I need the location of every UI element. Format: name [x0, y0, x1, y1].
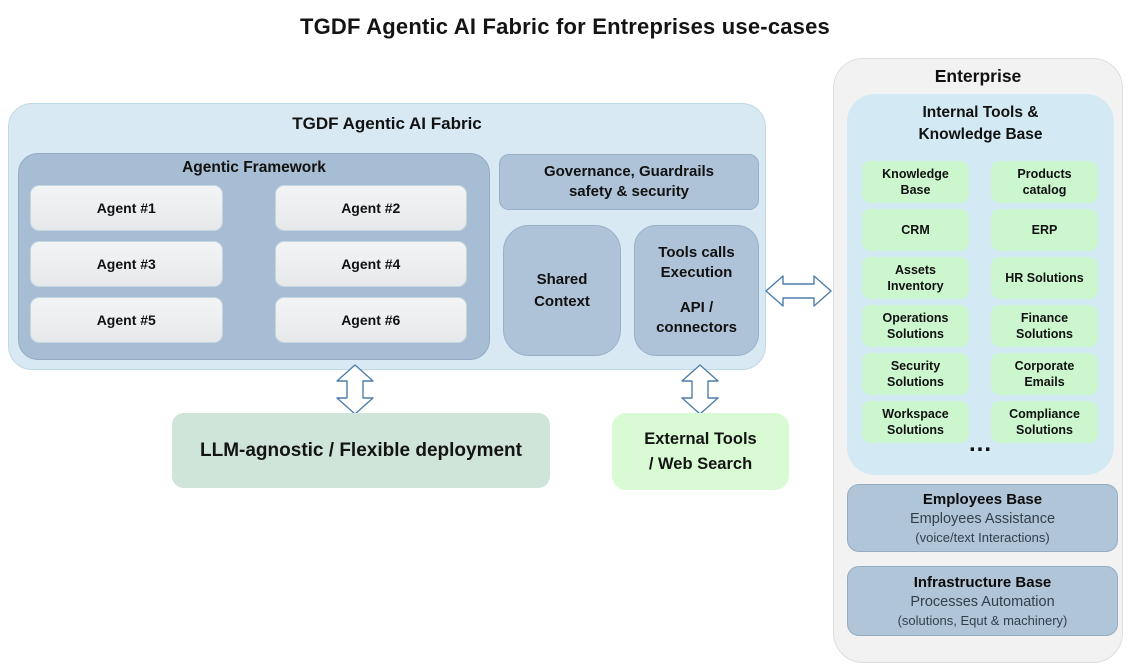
tools-calls-label-line2: Execution	[660, 263, 733, 281]
internal-tool-item: Security Solutions	[862, 353, 969, 395]
llm-deployment-box: LLM-agnostic / Flexible deployment	[172, 413, 550, 488]
infrastructure-base-note: (solutions, Equt & machinery)	[897, 612, 1068, 628]
tools-calls-label-line1: Tools calls	[658, 243, 735, 261]
agent-box: Agent #3	[30, 241, 223, 287]
external-tools-label-line2: / Web Search	[648, 454, 753, 473]
shared-context-box: Shared Context	[503, 225, 621, 356]
external-tools-label-line1: External Tools	[644, 429, 757, 448]
double-arrow-vertical-right-icon	[680, 364, 720, 415]
llm-deployment-label: LLM-agnostic / Flexible deployment	[200, 439, 522, 461]
agent-box: Agent #6	[274, 297, 467, 343]
internal-tool-item: CRM	[862, 209, 969, 251]
governance-box: Governance, Guardrails safety & security	[499, 154, 759, 210]
double-arrow-horizontal-icon	[765, 274, 832, 308]
internal-tool-item: Corporate Emails	[991, 353, 1098, 395]
tools-calls-box: Tools calls Execution API / connectors	[634, 225, 759, 356]
page-title: TGDF Agentic AI Fabric for Entreprises u…	[299, 14, 830, 39]
shared-context-label-line1: Shared	[536, 270, 588, 288]
internal-tool-item: Products catalog	[991, 161, 1098, 203]
tools-calls-label-line4: connectors	[656, 319, 737, 337]
internal-tool-item: Workspace Solutions	[862, 401, 969, 443]
infrastructure-base-title: Infrastructure Base	[913, 573, 1052, 591]
shared-context-label-line2: Context	[534, 292, 590, 310]
employees-base-title: Employees Base	[922, 490, 1043, 508]
governance-label-line1: Governance, Guardrails	[543, 163, 715, 181]
enterprise-title: Enterprise	[934, 66, 1022, 86]
infrastructure-base-subtitle: Processes Automation	[910, 593, 1055, 610]
internal-tools-title-line1: Internal Tools &	[922, 104, 1039, 121]
double-arrow-vertical-left-icon	[335, 364, 375, 415]
agents-grid: Agent #1 Agent #2 Agent #3 Agent #4 Agent #5…	[30, 185, 467, 343]
internal-tools-box: Internal Tools & Knowledge Base Knowledg…	[847, 94, 1114, 475]
agent-box: Agent #1	[30, 185, 223, 231]
internal-tool-item: Assets Inventory	[862, 257, 969, 299]
internal-tool-item: Knowledge Base	[862, 161, 969, 203]
internal-tool-item: Operations Solutions	[862, 305, 969, 347]
infrastructure-base-box: Infrastructure Base Processes Automation…	[847, 566, 1118, 636]
tools-calls-label-line3: API /	[679, 299, 714, 316]
fabric-box: TGDF Agentic AI Fabric Agentic Framework…	[8, 103, 766, 370]
agent-box: Agent #5	[30, 297, 223, 343]
employees-base-subtitle: Employees Assistance	[909, 510, 1056, 527]
agent-box: Agent #4	[274, 241, 467, 287]
tools-calls-spacer	[635, 283, 758, 298]
internal-tool-item: Compliance Solutions	[991, 401, 1098, 443]
internal-tool-item: HR Solutions	[991, 257, 1098, 299]
fabric-title: TGDF Agentic AI Fabric	[292, 114, 482, 133]
agent-box: Agent #2	[274, 185, 467, 231]
more-items-ellipsis: ...	[968, 430, 992, 457]
employees-base-note: (voice/text Interactions)	[915, 529, 1050, 545]
employees-base-box: Employees Base Employees Assistance (voi…	[847, 484, 1118, 552]
agentic-framework-title: Agentic Framework	[182, 159, 326, 176]
internal-tool-item: ERP	[991, 209, 1098, 251]
internal-tool-item: Finance Solutions	[991, 305, 1098, 347]
internal-tools-title-line2: Knowledge Base	[918, 126, 1043, 144]
internal-tools-title: Internal Tools & Knowledge Base	[847, 102, 1114, 147]
external-tools-box: External Tools / Web Search	[612, 413, 789, 490]
governance-label-line2: safety & security	[568, 183, 690, 200]
enterprise-box: Enterprise Internal Tools & Knowledge Ba…	[833, 58, 1123, 663]
